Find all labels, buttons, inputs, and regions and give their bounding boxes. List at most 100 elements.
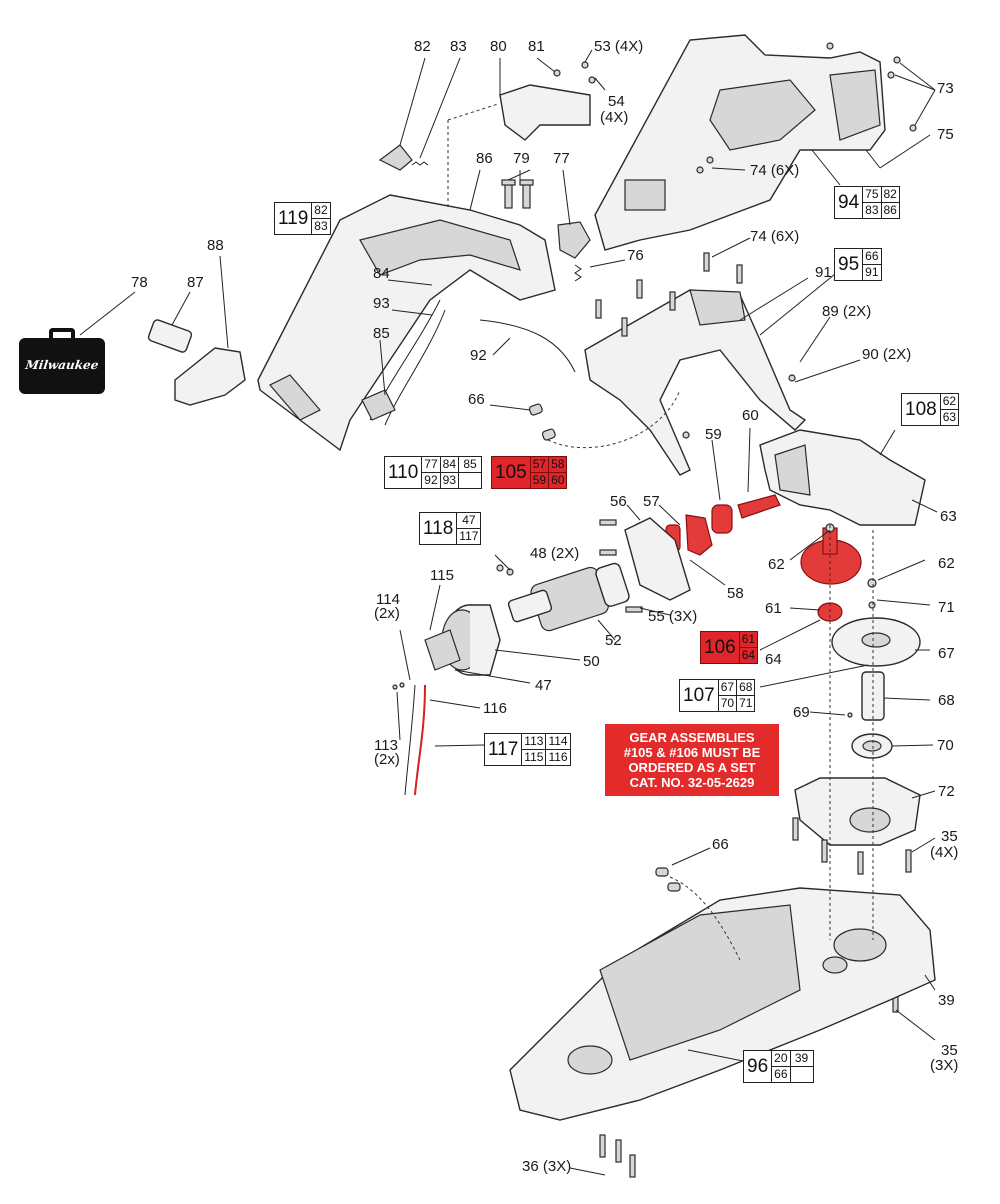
kit-box-118-number: 118 (420, 513, 458, 544)
kit-box-117: 117 113 114 115 116 (484, 733, 571, 766)
kit-item: 116 (548, 750, 568, 764)
kit-item: 68 (737, 680, 755, 696)
kit-item: 82 (881, 187, 899, 203)
case-handle (49, 328, 75, 342)
label-66-lower: 66 (712, 836, 729, 853)
label-75: 75 (937, 126, 954, 143)
notice-line-3: ORDERED AS A SET (628, 760, 756, 775)
label-90: 90 (2X) (862, 346, 912, 363)
kit-box-108-number: 108 (902, 394, 941, 425)
label-92: 92 (470, 347, 487, 364)
kit-item: 85 (459, 457, 482, 473)
label-114: 114 (376, 591, 400, 608)
label-54: 54 (608, 93, 625, 110)
label-52: 52 (605, 632, 622, 649)
label-63: 63 (940, 508, 957, 525)
label-86: 86 (476, 150, 493, 167)
armature-52 (507, 562, 630, 632)
kit-box-94: 94 75 82 83 86 (834, 186, 900, 219)
kit-item: 39 (790, 1051, 813, 1067)
label-48: 48 (2X) (530, 545, 580, 562)
kit-box-106: 106 61 64 (700, 631, 759, 664)
label-79: 79 (513, 150, 530, 167)
kit-box-107-number: 107 (680, 680, 719, 711)
label-35-upper: 35 (941, 828, 958, 845)
label-60: 60 (742, 407, 759, 424)
notice-line-4: CAT. NO. 32-05-2629 (629, 775, 755, 790)
label-62-left: 62 (768, 556, 785, 573)
notice-line-1: GEAR ASSEMBLIES (629, 730, 755, 745)
milwaukee-case-icon: Milwaukee (19, 328, 105, 394)
kit-item: 47 (457, 513, 481, 529)
label-57: 57 (643, 493, 660, 510)
brush-47 (424, 629, 461, 671)
kit-box-108: 108 62 63 (901, 393, 960, 426)
gear-set-106 (800, 527, 862, 622)
kit-box-119-number: 119 (275, 203, 313, 234)
label-81: 81 (528, 38, 545, 55)
kit-item: 117 (459, 529, 479, 543)
kit-item: 67 (718, 680, 738, 696)
base-housing-39 (509, 887, 936, 1121)
kit-item: 62 (940, 394, 959, 410)
kit-item: 83 (314, 219, 328, 233)
label-77: 77 (553, 150, 570, 167)
plate-56 (624, 517, 691, 601)
part-85 (361, 389, 396, 421)
label-54-qty: (4X) (600, 109, 629, 126)
label-114-qty: (2x) (374, 605, 400, 622)
label-35-upper-qty: (4X) (930, 844, 959, 861)
kit-item: 59 (531, 473, 550, 488)
label-50: 50 (583, 653, 600, 670)
label-64: 64 (765, 651, 782, 668)
switch-82 (378, 144, 413, 171)
label-88: 88 (207, 237, 224, 254)
label-93: 93 (373, 295, 390, 312)
spindle-68 (861, 671, 885, 721)
kit-item: 84 (440, 457, 460, 473)
wire-red (414, 684, 426, 796)
part-77 (557, 221, 591, 259)
kit-item (459, 473, 481, 488)
kit-item: 86 (883, 203, 897, 217)
label-68: 68 (938, 692, 955, 709)
label-80: 80 (490, 38, 507, 55)
gear-assembly-notice: GEAR ASSEMBLIES #105 & #106 MUST BE ORDE… (605, 724, 779, 796)
small-screws (392, 42, 917, 718)
label-73: 73 (937, 80, 954, 97)
label-39: 39 (938, 992, 955, 1009)
kit-item: 20 (772, 1051, 791, 1067)
wire-black (404, 684, 416, 796)
kit-box-106-number: 106 (701, 632, 740, 663)
kit-item: 75 (863, 187, 882, 203)
field-50 (470, 604, 501, 676)
kit-box-96: 96 20 39 66 (743, 1050, 814, 1083)
kit-item: 66 (772, 1067, 791, 1082)
label-70: 70 (937, 737, 954, 754)
label-113-qty: (2x) (374, 751, 400, 768)
gear-housing-91 (584, 289, 807, 476)
label-67: 67 (938, 645, 955, 662)
kit-item: 77 (422, 457, 441, 473)
label-83: 83 (450, 38, 467, 55)
label-82: 82 (414, 38, 431, 55)
label-47: 47 (535, 677, 552, 694)
kit-item: 115 (522, 750, 547, 765)
kit-item: 114 (546, 734, 570, 750)
label-85: 85 (373, 325, 390, 342)
kit-box-119: 119 82 83 (274, 202, 331, 235)
notice-line-2: #105 & #106 MUST BE (623, 745, 761, 760)
label-115: 115 (430, 567, 454, 584)
label-84: 84 (373, 265, 390, 282)
kit-box-118: 118 47 117 (419, 512, 482, 545)
label-91: 91 (815, 264, 832, 281)
lens-88 (174, 347, 246, 406)
cover-80 (499, 84, 591, 141)
kit-item: 71 (739, 696, 753, 710)
label-113: 113 (374, 737, 398, 754)
label-61: 61 (765, 600, 782, 617)
label-55: 55 (3X) (648, 608, 698, 625)
kit-box-105-number: 105 (492, 457, 531, 488)
leader-lines (79, 49, 938, 1176)
